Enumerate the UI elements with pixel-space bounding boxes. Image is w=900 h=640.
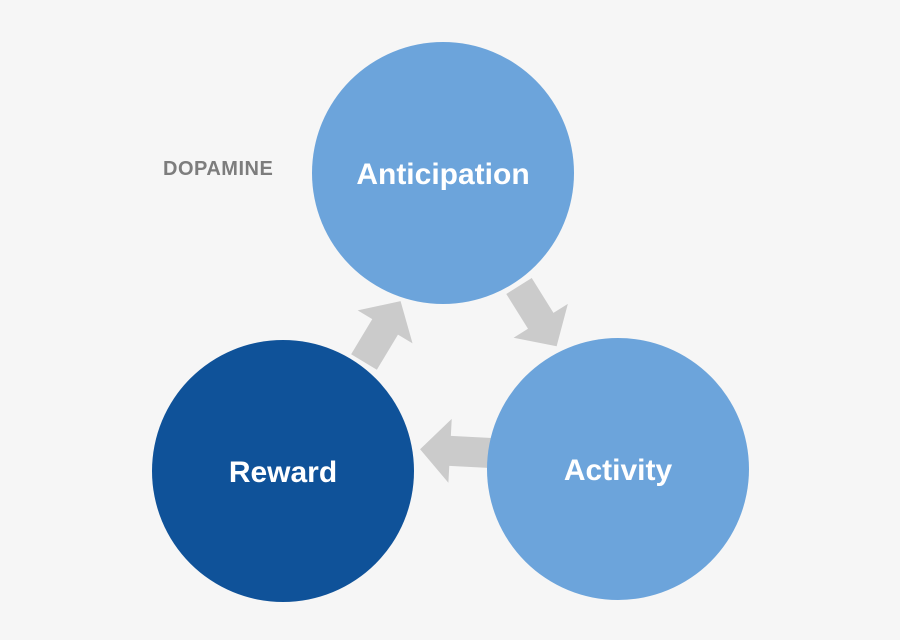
node-activity: Activity (487, 338, 749, 600)
node-anticipation-label: Anticipation (356, 158, 529, 191)
node-reward-label: Reward (229, 456, 337, 489)
cycle-arrows (351, 278, 568, 483)
node-activity-circle (487, 338, 749, 600)
arrow-anticipation-to-activity-icon (506, 278, 568, 347)
node-anticipation-circle (312, 42, 574, 304)
arrow-activity-to-reward-icon (420, 418, 492, 483)
node-reward: Reward (152, 340, 414, 602)
node-activity-label: Activity (564, 454, 673, 487)
arrow-reward-to-anticipation-icon (351, 301, 413, 370)
node-reward-circle (152, 340, 414, 602)
diagram-title: DOPAMINE (163, 158, 273, 180)
node-anticipation: Anticipation (312, 42, 574, 304)
